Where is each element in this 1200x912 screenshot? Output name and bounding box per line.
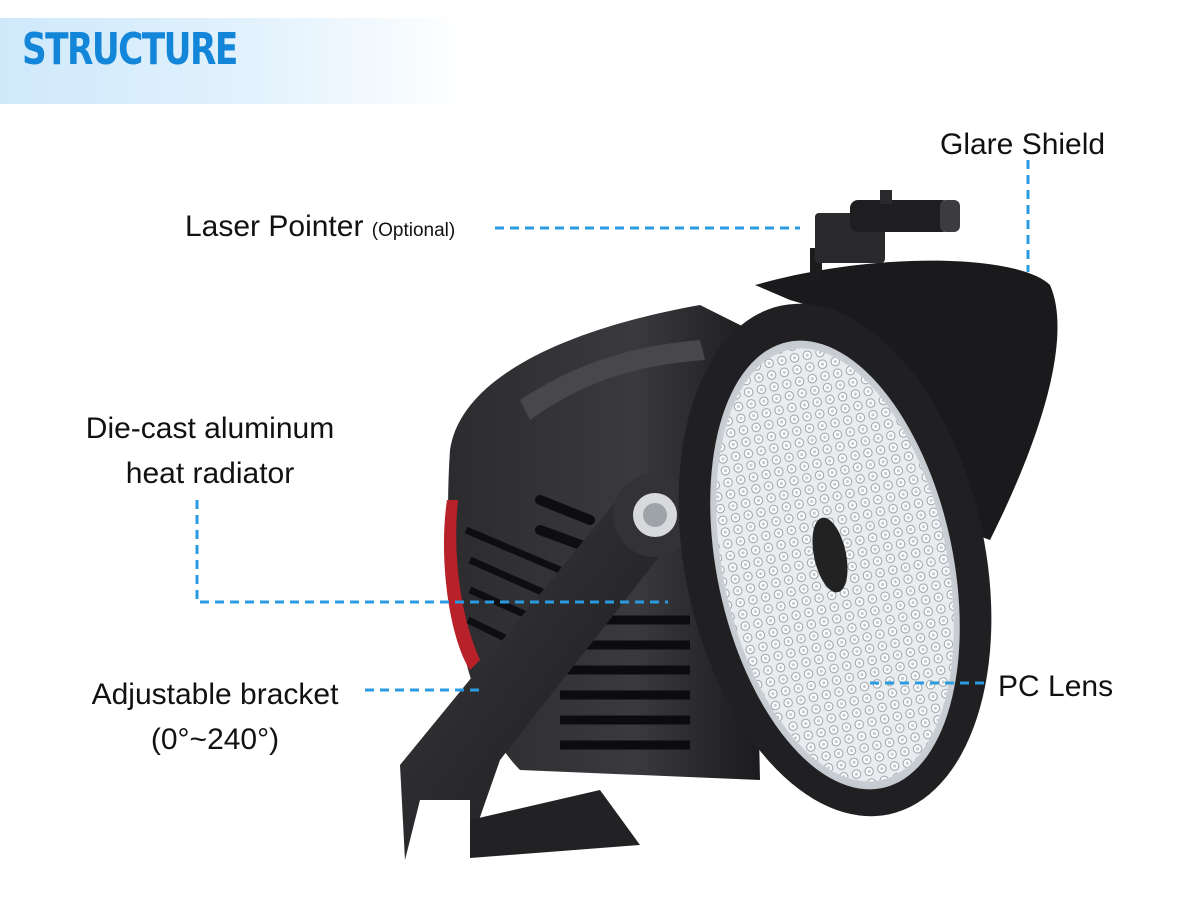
radiator-line-1: Die-cast aluminum [85,412,335,445]
bracket-line-2: (0°~240°) [150,723,280,756]
radiator-line-2: heat radiator [125,457,295,490]
title-banner [0,18,470,104]
bracket-line-1: Adjustable bracket [91,678,339,711]
adjustable-bracket [400,473,697,860]
leader-lines [195,160,1030,692]
label-heat-radiator: Die-cast aluminum heat radiator [60,406,360,496]
radiator-leader [195,500,668,604]
front-bezel [678,303,992,817]
label-laser-pointer: Laser Pointer (Optional) [185,204,455,249]
laser-pointer-device [810,190,960,280]
label-glare-shield: Glare Shield [940,128,1106,161]
page-title: STRUCTURE [22,24,238,75]
laser-optional-text: (Optional) [371,220,456,241]
laser-pointer-text: Laser Pointer [185,210,364,243]
label-adjustable-bracket: Adjustable bracket (0°~240°) [65,672,365,762]
label-pc-lens: PC Lens [998,670,1114,703]
glare-shield [755,260,1058,540]
